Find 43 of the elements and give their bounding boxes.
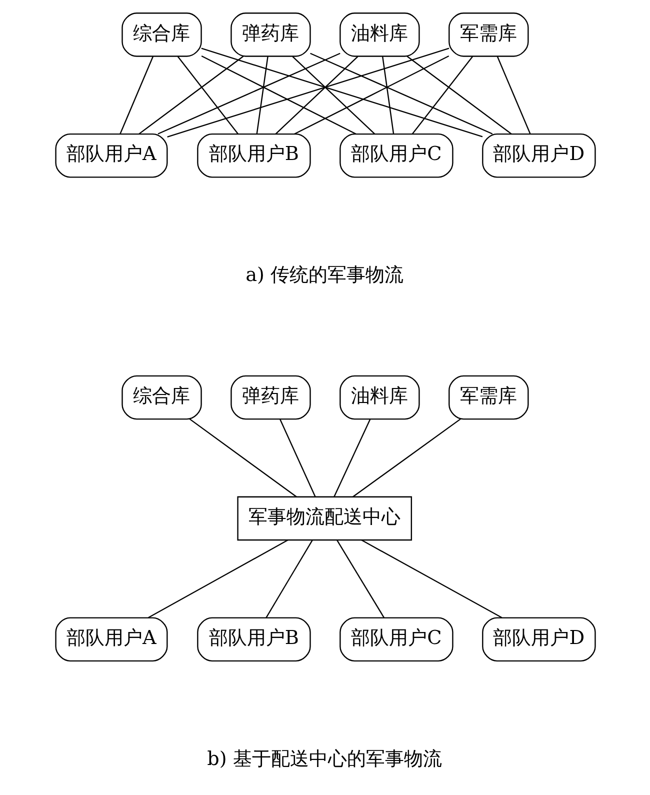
node-box: 部队用户B (196, 617, 310, 662)
node-box: 综合库 (121, 12, 202, 57)
node-box: 军需库 (448, 12, 528, 57)
node-box: 弹药库 (230, 375, 310, 420)
connector (279, 419, 316, 498)
label: b) 基于配送中心的军事物流 (206, 746, 442, 770)
node-box: 部队用户C (339, 617, 453, 662)
connector (352, 418, 460, 498)
connector (148, 539, 288, 618)
connector (200, 55, 356, 135)
connector (360, 539, 502, 618)
node-box: 弹药库 (230, 12, 310, 57)
connector (406, 56, 512, 134)
connector (292, 56, 375, 134)
connector (188, 418, 296, 498)
node-box: 油料库 (339, 12, 420, 57)
node-box: 部队用户C (339, 133, 453, 178)
connector (333, 419, 370, 498)
connector (265, 540, 312, 618)
node-box: 部队用户D (482, 617, 596, 662)
node-box: 军事物流配送中心 (236, 496, 412, 541)
node-box: 部队用户D (482, 133, 596, 178)
connector (157, 52, 340, 134)
connector (256, 56, 268, 134)
connector (411, 56, 473, 134)
label: a) 传统的军事物流 (245, 263, 404, 286)
connector (496, 56, 530, 134)
connector (310, 52, 492, 134)
node-box: 综合库 (121, 375, 202, 420)
node-box: 部队用户A (54, 133, 168, 178)
connector (166, 48, 449, 138)
connector (336, 540, 384, 618)
connector (138, 56, 244, 134)
connector (294, 55, 449, 135)
connector (382, 56, 394, 134)
connector (274, 56, 358, 134)
node-box: 油料库 (339, 375, 420, 420)
node-box: 部队用户B (196, 133, 310, 178)
connector (176, 56, 238, 134)
connector (119, 56, 154, 134)
node-box: 部队用户A (54, 617, 168, 662)
connector (200, 48, 482, 138)
node-box: 军需库 (448, 375, 528, 420)
